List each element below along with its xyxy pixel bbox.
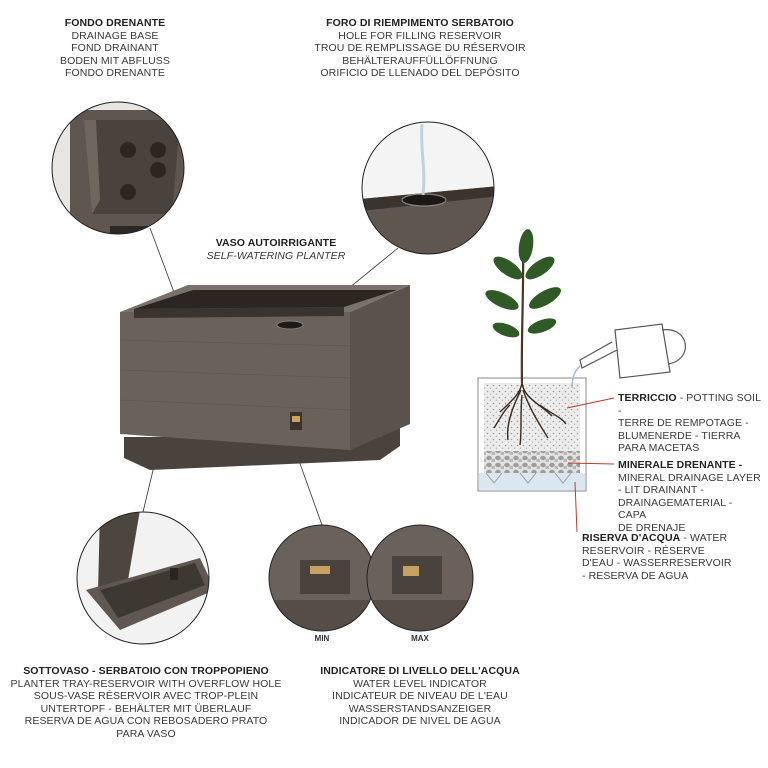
potting-soil-line: TERRE DE REMPOTAGE - xyxy=(618,417,749,430)
planter-subtitle: SELF-WATERING PLANTER xyxy=(206,249,346,262)
drainage-base-line: BODEN MIT ABFLUSS xyxy=(59,54,171,67)
indicator-title: INDICATORE DI LIVELLO DELL'ACQUA xyxy=(320,665,520,677)
drainage-base-title: FONDO DRENANTE xyxy=(64,17,166,29)
indicator-label: INDICATORE DI LIVELLO DELL'ACQUA WATER L… xyxy=(290,665,550,728)
min-level-detail xyxy=(268,524,376,632)
min-label: MIN xyxy=(314,634,330,643)
drainage-base-label: FONDO DRENANTE DRAINAGE BASE FOND DRAINA… xyxy=(20,17,210,80)
filling-hole-line: HOLE FOR FILLING RESERVOIR xyxy=(338,29,502,42)
tray-line: SOUS-VASE RÉSERVOIR AVEC TROP-PLEIN xyxy=(33,690,259,703)
tray-line: PARA VASO xyxy=(116,727,176,740)
mineral-layer-line: MINERAL DRAINAGE LAYER xyxy=(618,471,761,484)
mineral-layer-label: MINERALE DRENANTE - MINERAL DRAINAGE LAY… xyxy=(618,459,763,535)
indicator-line: WASSERSTANDSANZEIGER xyxy=(348,702,492,715)
filling-hole-label: FORO DI RIEMPIMENTO SERBATOIO HOLE FOR F… xyxy=(290,17,550,80)
potting-soil-line: - POTTING SOIL - xyxy=(618,392,761,417)
tray-line: RESERVA DE AGUA CON REBOSADERO PRATO xyxy=(24,715,268,728)
water-reserve-title: RISERVA D'ACQUA xyxy=(582,532,681,544)
drainage-base-line: FONDO DRENANTE xyxy=(65,67,165,80)
water-reserve-line: - WATER xyxy=(683,532,728,544)
water-reserve-line: D'EAU - WASSERRESERVOIR xyxy=(582,557,732,570)
tray-line: PLANTER TRAY-RESERVOIR WITH OVERFLOW HOL… xyxy=(10,677,282,690)
drainage-base-line: FOND DRAINANT xyxy=(71,42,159,55)
tray-title: SOTTOVASO - SERBATOIO CON TROPPOPIENO xyxy=(23,665,269,677)
max-label: MAX xyxy=(411,634,429,643)
tray-label: SOTTOVASO - SERBATOIO CON TROPPOPIENO PL… xyxy=(6,665,286,741)
indicator-line: INDICADOR DE NIVEL DE AGUA xyxy=(339,715,501,728)
filling-hole-title: FORO DI RIEMPIMENTO SERBATOIO xyxy=(326,17,514,29)
mineral-layer-title: MINERALE DRENANTE - xyxy=(618,459,743,471)
mineral-layer-line: - LIT DRAINANT - xyxy=(618,484,704,497)
potting-soil-line: PARA MACETAS xyxy=(618,442,700,455)
water-reserve-line: - RESERVA DE AGUA xyxy=(582,569,689,582)
max-level-detail xyxy=(366,524,474,632)
mineral-layer-line: DRAINAGEMATERIAL - CAPA xyxy=(618,496,733,522)
filling-hole-line: ORIFICIO DE LLENADO DEL DEPÓSITO xyxy=(320,67,520,80)
drainage-base-detail xyxy=(51,101,185,235)
filling-hole-detail xyxy=(361,121,495,255)
filling-hole-line: BEHÄLTERAUFFÜLLÖFFNUNG xyxy=(342,54,498,67)
tray-detail xyxy=(76,511,210,645)
indicator-line: WATER LEVEL INDICATOR xyxy=(353,677,487,690)
planter-title: VASO AUTOIRRIGANTE xyxy=(215,237,337,249)
potting-soil-line: BLUMENERDE - TIERRA xyxy=(618,429,741,442)
tray-line: UNTERTOPF - BEHÄLTER MIT ÜBERLAUF xyxy=(40,702,252,715)
water-reserve-line: RESERVOIR - RÉSERVE xyxy=(582,544,705,557)
potting-soil-title: TERRICCIO xyxy=(618,392,677,404)
drainage-base-line: DRAINAGE BASE xyxy=(71,29,159,42)
planter-main xyxy=(119,285,410,470)
filling-hole-line: TROU DE REMPLISSAGE DU RÉSERVOIR xyxy=(314,42,526,55)
indicator-line: INDICATEUR DE NIVEAU DE L'EAU xyxy=(332,690,508,703)
water-reserve-label: RISERVA D'ACQUA - WATER RESERVOIR - RÉSE… xyxy=(582,532,752,582)
potting-soil-label: TERRICCIO - POTTING SOIL - TERRE DE REMP… xyxy=(618,392,763,455)
mineral-layer-line: DE DRENAJE xyxy=(618,521,686,534)
cross-section xyxy=(477,229,686,533)
planter-label: VASO AUTOIRRIGANTE SELF-WATERING PLANTER xyxy=(176,237,376,262)
